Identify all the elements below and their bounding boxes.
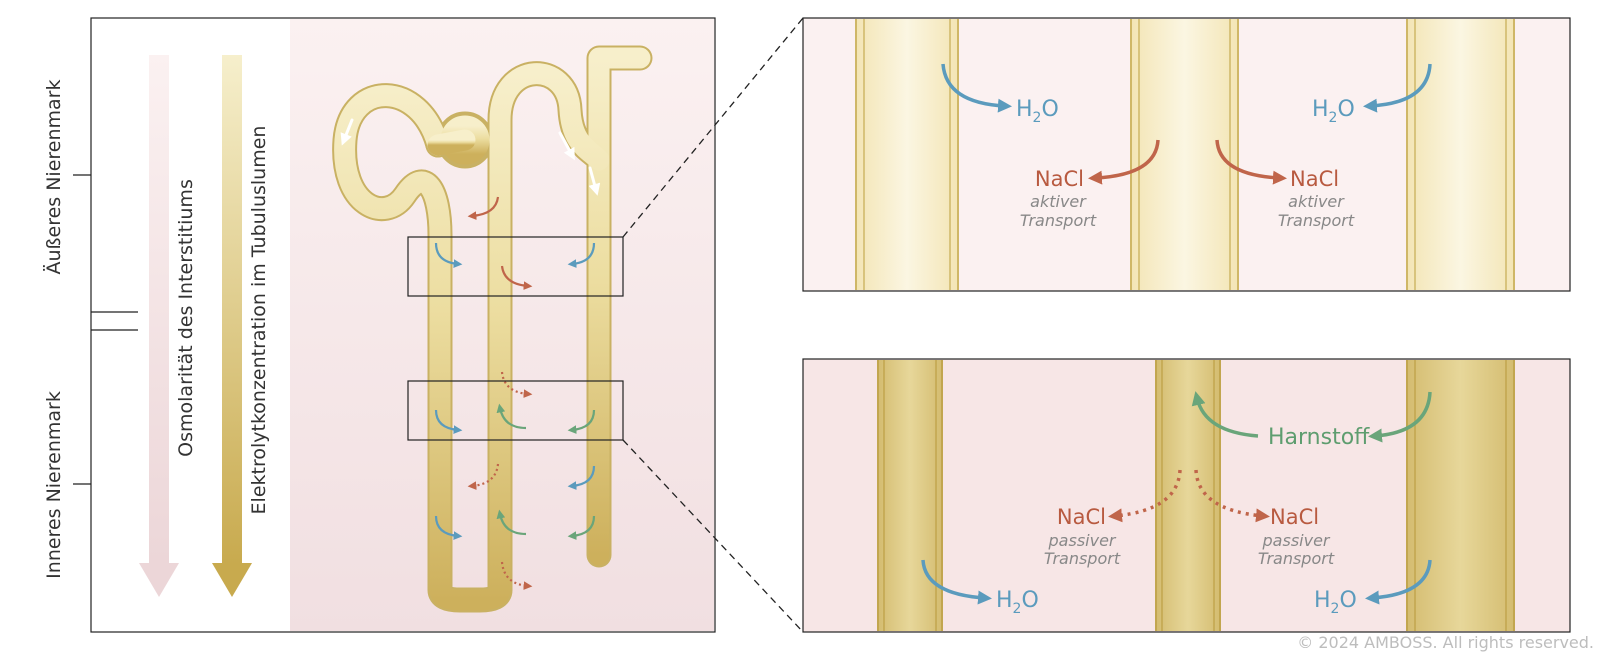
tubule-column-3 [1406,19,1515,290]
detail-panel-outer-medulla: H2O H2O NaCl aktiver Transport NaCl akti… [802,17,1571,292]
passive-transport-right-2: Transport [1258,549,1335,568]
nacl-label-bottom-right: NaCl [1270,505,1319,529]
zoom-box-outer [407,236,624,297]
passive-transport-left-2: Transport [1044,549,1121,568]
overview-arrows [434,196,596,591]
passive-transport-right-1: passiver [1262,531,1331,550]
nephron-tubule [332,45,653,613]
outer-medulla-label: Äußeres Nierenmark [42,80,65,275]
urea-label: Harnstoff [1268,425,1370,450]
water-label-top-left: H2O [1016,97,1059,126]
osmolarity-arrow [139,55,179,597]
active-transport-left-1: aktiver [1030,192,1087,211]
zoom-box-inner [407,380,624,441]
tubule-column-1 [855,19,959,290]
tubule-column-b3 [1406,360,1515,631]
copyright-notice: © 2024 AMBOSS. All rights reserved. [1297,633,1594,652]
overview-panel: Osmolarität des Interstitiums Elektrolyt… [42,17,716,633]
nacl-label-top-right: NaCl [1290,167,1339,191]
osmolarity-label: Osmolarität des Interstitiums [175,179,197,457]
water-label-top-right: H2O [1312,97,1355,126]
electrolyte-label: Elektrolytkonzentration im Tubuluslumen [248,126,270,515]
nacl-label-top-left: NaCl [1035,167,1084,191]
zoom-connectors [622,17,804,633]
tubule-column-b1 [877,360,943,631]
active-transport-right-1: aktiver [1288,192,1345,211]
passive-transport-left-1: passiver [1048,531,1117,550]
water-label-bottom-left: H2O [996,588,1039,617]
tubule-column-b2 [1155,360,1221,631]
top-panel-arrows [941,63,1432,185]
active-transport-right-2: Transport [1278,211,1355,230]
nacl-label-bottom-left: NaCl [1057,505,1106,529]
water-label-bottom-right: H2O [1314,588,1357,617]
electrolyte-arrow [212,55,252,597]
zone-brackets [73,174,138,485]
active-transport-left-2: Transport [1020,211,1097,230]
bottom-panel-arrows [921,391,1432,605]
detail-panel-inner-medulla: Harnstoff NaCl passiver Transport NaCl p… [802,358,1571,633]
inner-medulla-label: Inneres Nierenmark [43,391,65,579]
